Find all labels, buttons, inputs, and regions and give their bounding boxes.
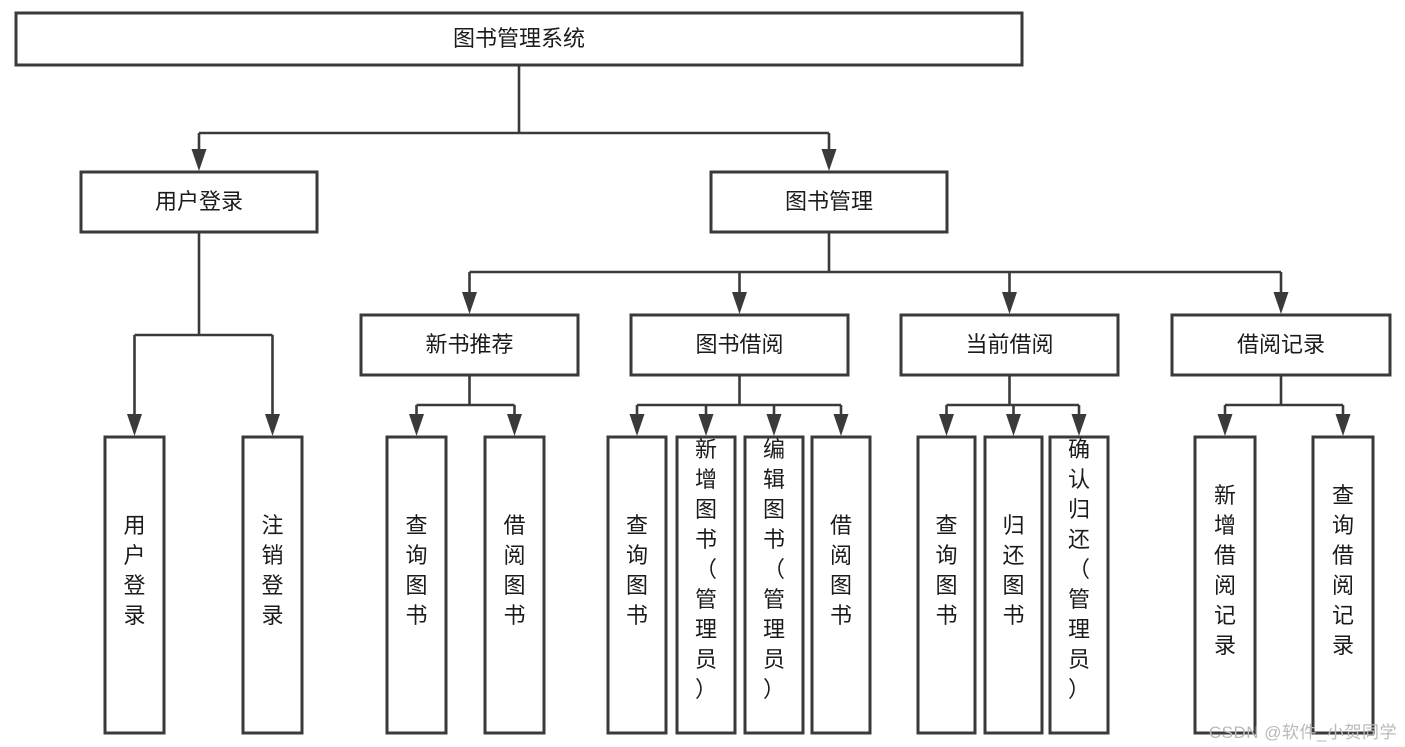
node-box-borrow_record — [1170, 313, 1392, 377]
node-label-leaf_user_logout: 注销登录 — [261, 513, 283, 628]
arrowhead-leaf_nb_borrow — [507, 414, 522, 436]
node-label-leaf_bb_add: 新增图书（管理员） — [695, 437, 717, 702]
node-leaf_bb_add[interactable]: 新增图书（管理员） — [675, 435, 737, 735]
node-leaf_user_logout[interactable]: 注销登录 — [241, 435, 304, 735]
node-box-book_manage — [709, 170, 949, 234]
node-root[interactable]: 图书管理系统 — [14, 11, 1024, 67]
node-box-leaf_bb_query — [606, 435, 668, 735]
node-label-leaf_bb_edit: 编辑图书（管理员） — [763, 437, 785, 702]
arrowhead-user_login — [191, 149, 207, 171]
node-book_manage[interactable]: 图书管理 — [709, 170, 949, 234]
node-label-leaf_nb_borrow: 借阅图书 — [503, 513, 525, 628]
node-layer: 图书管理系统用户登录图书管理新书推荐图书借阅当前借阅借阅记录用户登录注销登录查询… — [14, 11, 1392, 735]
node-box-leaf_user_logout — [241, 435, 304, 735]
node-borrow_record[interactable]: 借阅记录 — [1170, 313, 1392, 377]
node-label-new_book_rec: 新书推荐 — [425, 332, 513, 357]
csdn-watermark: CSDN @软件_小贺同学 — [1208, 723, 1397, 742]
arrowhead-leaf_user_login — [127, 414, 142, 436]
node-box-leaf_br_query — [1311, 435, 1375, 735]
node-label-leaf_cb_query: 查询图书 — [935, 513, 957, 628]
arrowhead-leaf_bb_edit — [766, 414, 782, 436]
node-leaf_br_query[interactable]: 查询借阅记录 — [1311, 435, 1375, 735]
arrowhead-new_book_rec — [462, 292, 477, 314]
node-box-leaf_cb_query — [916, 435, 977, 735]
node-leaf_bb_edit[interactable]: 编辑图书（管理员） — [743, 435, 805, 735]
node-leaf_cb_confirm[interactable]: 确认归还（管理员） — [1048, 435, 1110, 735]
arrowhead-leaf_user_logout — [265, 414, 280, 436]
node-label-leaf_user_login: 用户登录 — [123, 513, 145, 628]
arrowhead-leaf_br_query — [1335, 414, 1351, 436]
node-label-root: 图书管理系统 — [453, 26, 585, 51]
node-box-leaf_bb_add — [675, 435, 737, 735]
arrowhead-current_borrow — [1002, 292, 1017, 314]
arrowhead-leaf_bb_borrow — [833, 414, 849, 436]
arrowhead-book_borrow — [732, 292, 747, 314]
arrowhead-leaf_bb_query — [629, 414, 645, 436]
arrowhead-leaf_bb_add — [698, 414, 714, 436]
node-box-leaf_user_login — [103, 435, 166, 735]
node-label-leaf_cb_return: 归还图书 — [1002, 513, 1024, 628]
node-box-leaf_cb_return — [983, 435, 1044, 735]
node-leaf_nb_query[interactable]: 查询图书 — [385, 435, 448, 735]
node-leaf_cb_return[interactable]: 归还图书 — [983, 435, 1044, 735]
node-box-leaf_bb_edit — [743, 435, 805, 735]
node-user_login[interactable]: 用户登录 — [79, 170, 319, 234]
arrowhead-leaf_nb_query — [409, 414, 424, 436]
node-leaf_user_login[interactable]: 用户登录 — [103, 435, 166, 735]
node-label-leaf_nb_query: 查询图书 — [405, 513, 427, 628]
node-book_borrow[interactable]: 图书借阅 — [629, 313, 850, 377]
node-leaf_cb_query[interactable]: 查询图书 — [916, 435, 977, 735]
node-label-leaf_br_query: 查询借阅记录 — [1332, 483, 1354, 658]
node-box-user_login — [79, 170, 319, 234]
arrowhead-book_manage — [821, 149, 837, 171]
node-label-leaf_bb_borrow: 借阅图书 — [830, 513, 852, 628]
node-label-borrow_record: 借阅记录 — [1237, 332, 1325, 357]
node-label-book_borrow: 图书借阅 — [695, 332, 783, 357]
node-box-new_book_rec — [359, 313, 580, 377]
node-current_borrow[interactable]: 当前借阅 — [899, 313, 1120, 377]
arrowhead-leaf_cb_confirm — [1071, 414, 1087, 436]
node-box-leaf_cb_confirm — [1048, 435, 1110, 735]
node-new_book_rec[interactable]: 新书推荐 — [359, 313, 580, 377]
node-leaf_br_add[interactable]: 新增借阅记录 — [1193, 435, 1257, 735]
node-label-current_borrow: 当前借阅 — [965, 332, 1053, 357]
arrowhead-leaf_cb_return — [1006, 414, 1021, 436]
node-label-leaf_bb_query: 查询图书 — [626, 513, 648, 628]
node-label-leaf_cb_confirm: 确认归还（管理员） — [1068, 437, 1090, 702]
connector-layer — [127, 65, 1351, 436]
node-box-leaf_bb_borrow — [810, 435, 872, 735]
node-box-book_borrow — [629, 313, 850, 377]
node-leaf_bb_query[interactable]: 查询图书 — [606, 435, 668, 735]
node-label-book_manage: 图书管理 — [785, 189, 873, 214]
node-leaf_bb_borrow[interactable]: 借阅图书 — [810, 435, 872, 735]
arrowhead-leaf_br_add — [1217, 414, 1233, 436]
node-box-current_borrow — [899, 313, 1120, 377]
arrowhead-borrow_record — [1273, 292, 1289, 314]
node-box-leaf_nb_borrow — [483, 435, 546, 735]
node-box-leaf_br_add — [1193, 435, 1257, 735]
node-label-user_login: 用户登录 — [155, 189, 243, 214]
node-leaf_nb_borrow[interactable]: 借阅图书 — [483, 435, 546, 735]
arrowhead-leaf_cb_query — [939, 414, 954, 436]
node-label-leaf_br_add: 新增借阅记录 — [1214, 483, 1236, 658]
node-box-root — [14, 11, 1024, 67]
node-box-leaf_nb_query — [385, 435, 448, 735]
